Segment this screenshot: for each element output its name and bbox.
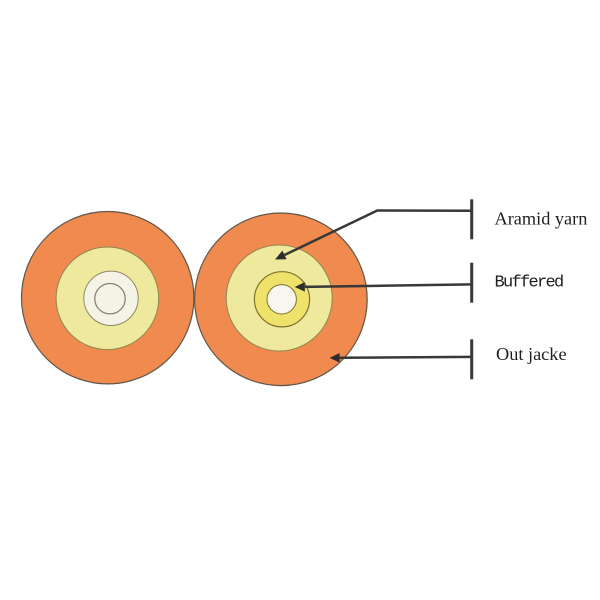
svg-text:Out jacke: Out jacke (496, 344, 567, 364)
svg-text:Aramid yarn: Aramid yarn (495, 209, 588, 229)
svg-text:Buffered: Buffered (495, 274, 564, 293)
